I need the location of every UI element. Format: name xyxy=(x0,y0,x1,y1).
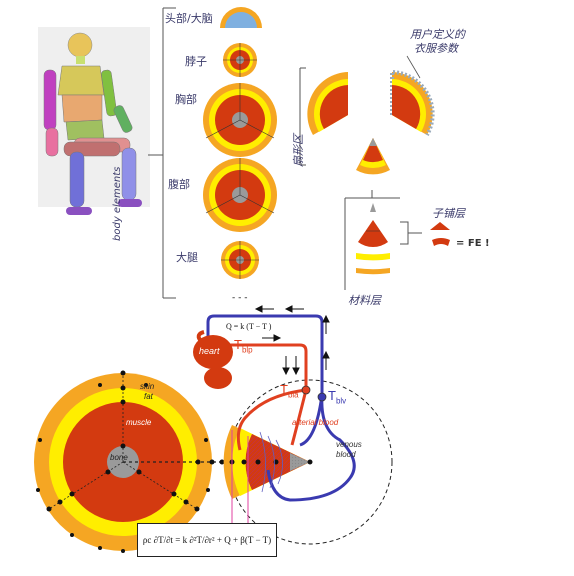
body-elements-bracket xyxy=(148,7,176,299)
venous-loop xyxy=(206,314,356,502)
thigh-cross-section xyxy=(221,241,259,279)
label-user-clothing-2: 衣服参数 xyxy=(414,42,458,55)
limb-cross-section xyxy=(34,373,230,551)
label-skin: skin xyxy=(140,382,155,391)
label-q-flow: Q = k (T − T ) xyxy=(226,322,272,331)
single-sector xyxy=(356,138,390,175)
label-sub-layer: 子铺层 xyxy=(432,207,465,220)
label-heart: heart xyxy=(199,346,220,356)
sublayer-bracket xyxy=(400,221,422,245)
layer-fat xyxy=(356,253,390,261)
label-fe: = FE ! xyxy=(456,238,490,249)
venous-node xyxy=(317,392,327,402)
label-body-elements: body elements xyxy=(112,166,123,241)
heart-icon xyxy=(193,330,233,389)
label-user-clothing-1: 用户定义的 xyxy=(410,28,465,41)
label-arterial-blood: arterial blood xyxy=(292,418,339,427)
neck-cross-section xyxy=(223,43,257,77)
label-chest: 胸部 xyxy=(175,93,197,106)
layer-muscle xyxy=(358,220,388,247)
finite-element-icon xyxy=(430,222,450,246)
head-cross-section xyxy=(220,7,262,28)
chest-cross-section xyxy=(203,83,277,157)
split-cylinder-left xyxy=(307,72,348,135)
label-t-blp: Tblp xyxy=(234,337,253,355)
flow-arrows xyxy=(254,305,330,376)
label-neck: 脖子 xyxy=(185,55,207,68)
label-bone: bone xyxy=(110,453,128,462)
label-material-layer: 材料层 xyxy=(348,294,381,307)
label-t-bla: Tbla xyxy=(280,382,299,400)
sector-bracket xyxy=(299,67,306,166)
label-venous-blood: venous blood xyxy=(336,440,362,459)
seated-mannequin xyxy=(38,27,150,215)
clothing-pointer xyxy=(406,55,421,79)
label-dashes: - - - xyxy=(232,293,248,303)
arterial-node xyxy=(301,385,311,395)
capillaries xyxy=(259,431,283,493)
label-muscle: muscle xyxy=(126,418,152,427)
heat-equation: ρc ∂T/∂t = k ∂²T/∂r² + Q + β(T − T) xyxy=(142,535,272,545)
label-thigh: 大腿 xyxy=(176,251,198,264)
layer-bone xyxy=(370,203,376,212)
label-fat: fat xyxy=(144,392,153,401)
label-t-blv: Tblv xyxy=(328,388,347,406)
heat-equation-box: ρc ∂T/∂t = k ∂²T/∂r² + Q + β(T − T) xyxy=(137,523,277,557)
label-abdomen: 腹部 xyxy=(168,178,190,191)
abdomen-cross-section xyxy=(203,158,277,232)
arterial-loop xyxy=(230,343,308,451)
zoom-sector xyxy=(223,379,393,545)
split-cylinder-right xyxy=(390,69,435,136)
layer-bracket xyxy=(344,190,400,290)
label-head: 头部/大脑 xyxy=(165,12,213,25)
label-sector: 扇形区 xyxy=(292,134,305,167)
layer-skin xyxy=(356,268,390,275)
